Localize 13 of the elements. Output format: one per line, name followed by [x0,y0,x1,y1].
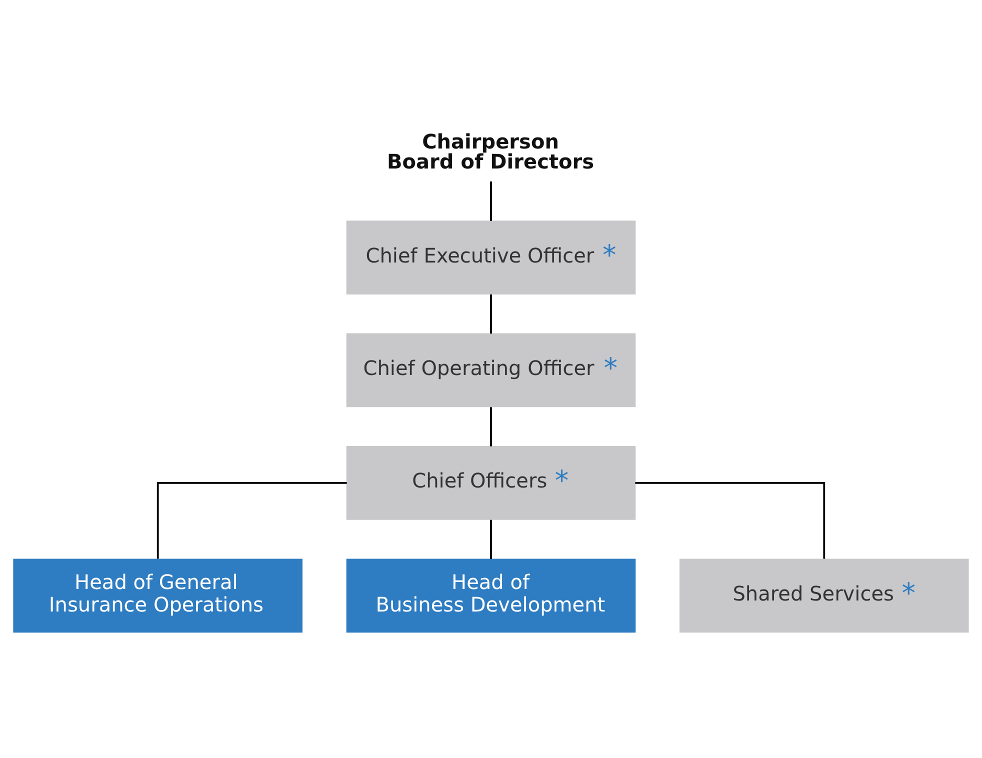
node-text: Chairperson Board of Directors [387,129,594,174]
connector [490,294,492,334]
connector [156,482,347,559]
node-box: Shared Services * [680,558,969,633]
connector [490,407,492,446]
connector [490,520,492,560]
node-box: Chief Operating Officer * [346,333,636,408]
node-box: Chief Officers * [346,446,636,520]
connector [490,181,492,221]
node-box: Head of General Insurance Operations [13,558,302,633]
node-box: Chief Executive Officer * [346,220,636,294]
connector [635,482,826,559]
node-box: Head of Business Development [346,558,636,633]
